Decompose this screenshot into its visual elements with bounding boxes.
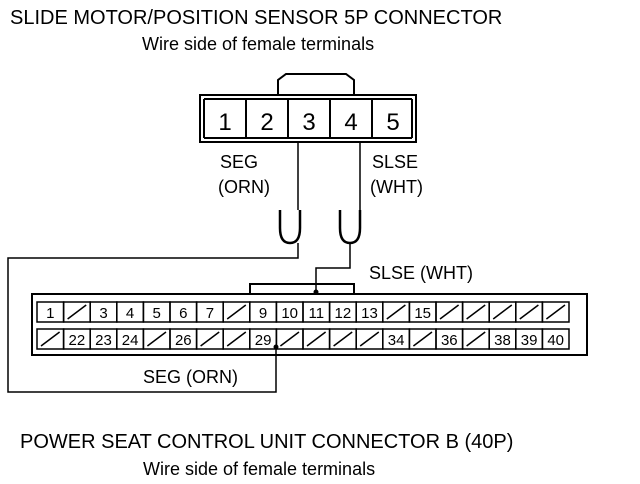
top-pin-3: 3 bbox=[302, 109, 315, 136]
empty-cavity-mark bbox=[439, 304, 460, 320]
terminal-26: 26 bbox=[175, 332, 192, 349]
terminal-7: 7 bbox=[206, 305, 214, 322]
terminal-9: 9 bbox=[259, 305, 267, 322]
top-connector-subtitle: Wire side of female terminals bbox=[142, 34, 375, 54]
seg-wire-color: (ORN) bbox=[218, 177, 270, 197]
empty-cavity-mark bbox=[306, 331, 327, 347]
empty-cavity-mark bbox=[386, 304, 406, 320]
slse-junction-symbol bbox=[338, 210, 362, 245]
bottom-connector-latch bbox=[249, 283, 355, 294]
cavity-1-20 bbox=[541, 301, 570, 323]
bottom-connector-title: POWER SEAT CONTROL UNIT CONNECTOR B (40P… bbox=[20, 431, 514, 453]
empty-cavity-mark bbox=[40, 331, 61, 347]
slse-wire bbox=[315, 243, 351, 292]
top-pin-4: 4 bbox=[344, 109, 357, 136]
terminal-6: 6 bbox=[179, 305, 187, 322]
slse-wire-name: SLSE bbox=[372, 152, 419, 172]
bottom-connector-body bbox=[31, 293, 588, 356]
bottom-connector-subtitle: Wire side of female terminals bbox=[143, 459, 376, 479]
seg-wire-label-bottom: SEG (ORN) bbox=[143, 367, 239, 387]
empty-cavity-mark bbox=[333, 331, 353, 347]
top-pin-5: 5 bbox=[386, 109, 399, 136]
terminal-24: 24 bbox=[122, 332, 139, 349]
seg-junction-symbol bbox=[278, 210, 302, 245]
top-pin-1: 1 bbox=[218, 109, 231, 136]
terminal-22: 22 bbox=[69, 332, 86, 349]
slse-wire-label-bottom: SLSE (WHT) bbox=[369, 263, 474, 283]
terminal-38: 38 bbox=[494, 332, 511, 349]
terminal-40: 40 bbox=[547, 332, 564, 349]
empty-cavity-mark bbox=[412, 331, 433, 347]
empty-cavity-mark bbox=[492, 304, 513, 320]
top-connector-body bbox=[199, 94, 417, 143]
terminal-10: 10 bbox=[281, 305, 298, 322]
terminal-39: 39 bbox=[521, 332, 538, 349]
seg-wire bbox=[7, 243, 299, 393]
empty-cavity-mark bbox=[226, 331, 247, 347]
terminal-36: 36 bbox=[441, 332, 458, 349]
empty-cavity-mark bbox=[67, 304, 87, 320]
top-connector-latch bbox=[277, 73, 355, 95]
terminal-34: 34 bbox=[388, 332, 405, 349]
top-connector-title: SLIDE MOTOR/POSITION SENSOR 5P CONNECTOR bbox=[10, 7, 503, 29]
empty-cavity-mark bbox=[359, 331, 380, 347]
empty-cavity-mark bbox=[146, 331, 167, 347]
terminal-13: 13 bbox=[361, 305, 378, 322]
slse-wire-color: (WHT) bbox=[370, 177, 423, 197]
terminal-1: 1 bbox=[46, 305, 54, 322]
bottom-connector bbox=[31, 283, 588, 356]
empty-cavity-mark bbox=[466, 331, 486, 347]
top-connector-pins: 1 2 3 4 5 bbox=[218, 109, 399, 136]
terminal-4: 4 bbox=[126, 305, 134, 322]
empty-cavity-mark bbox=[545, 304, 566, 320]
terminal-5: 5 bbox=[153, 305, 161, 322]
empty-cavity-mark bbox=[466, 304, 486, 320]
empty-cavity-mark bbox=[519, 304, 539, 320]
top-pin-2: 2 bbox=[260, 109, 273, 136]
terminal-23: 23 bbox=[95, 332, 112, 349]
cavity-2-20 bbox=[541, 328, 570, 350]
top-connector bbox=[199, 73, 417, 143]
terminal-3: 3 bbox=[99, 305, 107, 322]
terminal-12: 12 bbox=[335, 305, 352, 322]
empty-cavity-mark bbox=[226, 304, 247, 320]
seg-wire-name: SEG bbox=[220, 152, 259, 172]
terminal-29: 29 bbox=[255, 332, 272, 349]
terminal-11: 11 bbox=[309, 305, 325, 322]
empty-cavity-mark bbox=[200, 331, 220, 347]
terminal-15: 15 bbox=[414, 305, 431, 322]
empty-cavity-mark bbox=[279, 331, 300, 347]
